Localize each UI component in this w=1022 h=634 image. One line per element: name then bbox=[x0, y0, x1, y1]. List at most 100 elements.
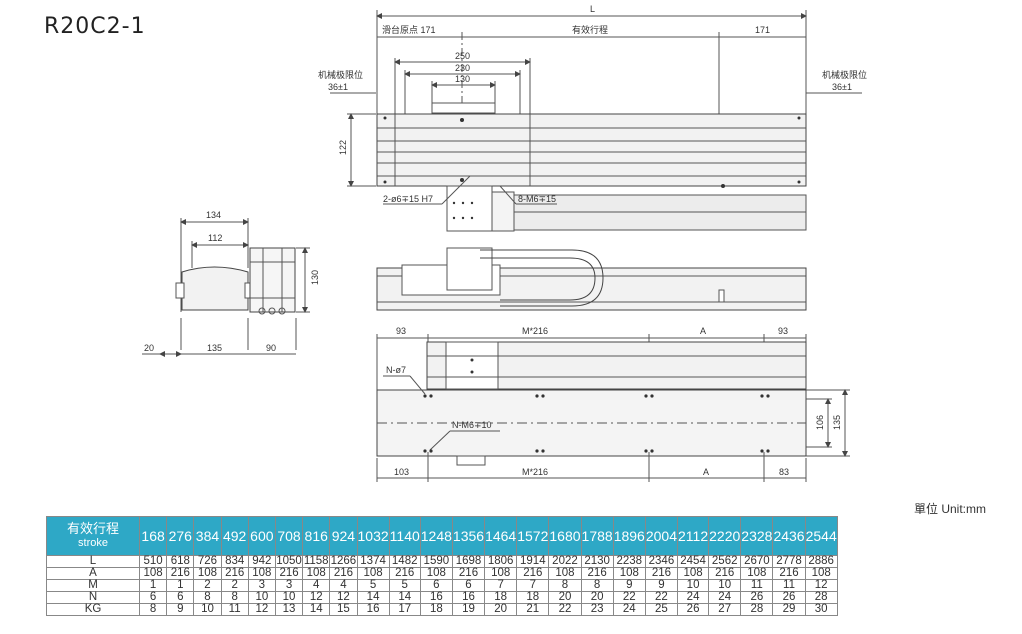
spec-cell: 23 bbox=[580, 603, 614, 616]
spec-cell: 942 bbox=[247, 555, 276, 568]
dim-103: 103 bbox=[394, 467, 409, 477]
row-label: N bbox=[46, 591, 140, 604]
spec-cell: 8 bbox=[548, 579, 582, 592]
dim-130: 130 bbox=[310, 270, 320, 285]
bottom-view-labels: 93 M*216 A 93 N-ø7 N-M6∓10 106 135 103 M… bbox=[386, 326, 842, 477]
spec-cell: 10 bbox=[247, 591, 276, 604]
spec-cell: 12 bbox=[329, 591, 358, 604]
spec-cell: 29 bbox=[772, 603, 806, 616]
spec-cell: 108 bbox=[193, 567, 222, 580]
spec-cell: 216 bbox=[329, 567, 358, 580]
spec-cell: 2778 bbox=[772, 555, 806, 568]
top-view bbox=[330, 10, 862, 232]
spec-cell: 21 bbox=[516, 603, 550, 616]
mech-limit-left: 机械极限位 bbox=[318, 69, 363, 80]
spec-cell: 108 bbox=[740, 567, 774, 580]
spec-cell: 10 bbox=[193, 603, 222, 616]
spec-cell: 1374 bbox=[356, 555, 390, 568]
spec-cell: 618 bbox=[166, 555, 195, 568]
spec-cell: 108 bbox=[804, 567, 838, 580]
spec-cell: 216 bbox=[451, 567, 486, 580]
hole-n-dia7: N-ø7 bbox=[386, 365, 406, 375]
dim-122: 122 bbox=[338, 140, 348, 155]
spec-cell: 216 bbox=[516, 567, 550, 580]
spec-cell: 20 bbox=[548, 591, 582, 604]
top-view-holes bbox=[383, 116, 801, 220]
stroke-value: 1140 bbox=[388, 516, 421, 556]
spec-cell: 216 bbox=[274, 567, 304, 580]
spec-cell: 1 bbox=[138, 579, 168, 592]
spec-cell: 9 bbox=[644, 579, 679, 592]
spec-cell: 216 bbox=[388, 567, 421, 580]
spec-cell: 12 bbox=[804, 579, 838, 592]
top-view-labels: L 滑台原点 171 有效行程 171 250 230 130 机械极限位 36… bbox=[318, 4, 867, 204]
spec-cell: 2454 bbox=[677, 555, 710, 568]
stroke-value: 600 bbox=[247, 516, 276, 556]
spec-cell: 834 bbox=[220, 555, 249, 568]
dim-112: 112 bbox=[208, 233, 222, 243]
mech-limit-right: 机械极限位 bbox=[822, 69, 867, 80]
spec-cell: 14 bbox=[302, 603, 331, 616]
stroke-value: 2328 bbox=[740, 516, 774, 556]
stroke-value: 384 bbox=[193, 516, 222, 556]
hole-callout: 2-ø6∓15 H7 bbox=[383, 194, 433, 204]
spec-cell: 22 bbox=[644, 591, 679, 604]
spec-cell: 16 bbox=[451, 591, 486, 604]
spec-cell: 108 bbox=[612, 567, 646, 580]
spec-cell: 1806 bbox=[484, 555, 518, 568]
spec-cell: 14 bbox=[356, 591, 390, 604]
dim-L: L bbox=[590, 4, 595, 14]
bottom-view bbox=[376, 334, 850, 482]
spec-cell: 8 bbox=[138, 603, 168, 616]
dim-a-top: A bbox=[700, 326, 706, 336]
spec-cell: 2886 bbox=[804, 555, 838, 568]
row-label: A bbox=[46, 567, 140, 580]
stroke-value: 2544 bbox=[804, 516, 838, 556]
spec-cell: 26 bbox=[677, 603, 710, 616]
spec-cell: 4 bbox=[329, 579, 358, 592]
spec-cell: 13 bbox=[274, 603, 304, 616]
spec-cell: 8 bbox=[220, 591, 249, 604]
spec-cell: 4 bbox=[302, 579, 331, 592]
spec-cell: 27 bbox=[708, 603, 742, 616]
mech-limit-right-value: 36±1 bbox=[832, 82, 852, 92]
spec-cell: 2 bbox=[220, 579, 249, 592]
dim-effective-stroke: 有效行程 bbox=[572, 24, 608, 35]
spec-cell: 14 bbox=[388, 591, 421, 604]
dim-93-left: 93 bbox=[396, 326, 406, 336]
spec-cell: 2 bbox=[193, 579, 222, 592]
stroke-value: 2112 bbox=[677, 516, 710, 556]
spec-cell: 216 bbox=[220, 567, 249, 580]
spec-cell: 216 bbox=[580, 567, 614, 580]
dim-93-right: 93 bbox=[778, 326, 788, 336]
spec-cell: 28 bbox=[804, 591, 838, 604]
spec-cell: 11 bbox=[772, 579, 806, 592]
dim-135: 135 bbox=[207, 343, 222, 353]
spec-cell: 1 bbox=[166, 579, 195, 592]
stroke-value: 1896 bbox=[612, 516, 646, 556]
spec-cell: 12 bbox=[302, 591, 331, 604]
spec-cell: 1590 bbox=[419, 555, 453, 568]
dim-250: 250 bbox=[455, 51, 470, 61]
front-view bbox=[376, 247, 807, 311]
spec-cell: 11 bbox=[220, 603, 249, 616]
spec-cell: 510 bbox=[138, 555, 168, 568]
spec-cell: 20 bbox=[484, 603, 518, 616]
stroke-value: 1680 bbox=[548, 516, 582, 556]
spec-cell: 18 bbox=[419, 603, 453, 616]
spec-cell: 7 bbox=[516, 579, 550, 592]
spec-cell: 19 bbox=[451, 603, 486, 616]
spec-cell: 108 bbox=[356, 567, 390, 580]
technical-drawing: L 滑台原点 171 有效行程 171 250 230 130 机械极限位 36… bbox=[142, 4, 867, 482]
stroke-value: 1572 bbox=[516, 516, 550, 556]
spec-cell: 108 bbox=[419, 567, 453, 580]
stroke-header-label: 有效行程 stroke bbox=[46, 516, 140, 556]
stroke-value: 924 bbox=[329, 516, 358, 556]
spec-cell: 9 bbox=[612, 579, 646, 592]
spec-cell: 216 bbox=[644, 567, 679, 580]
